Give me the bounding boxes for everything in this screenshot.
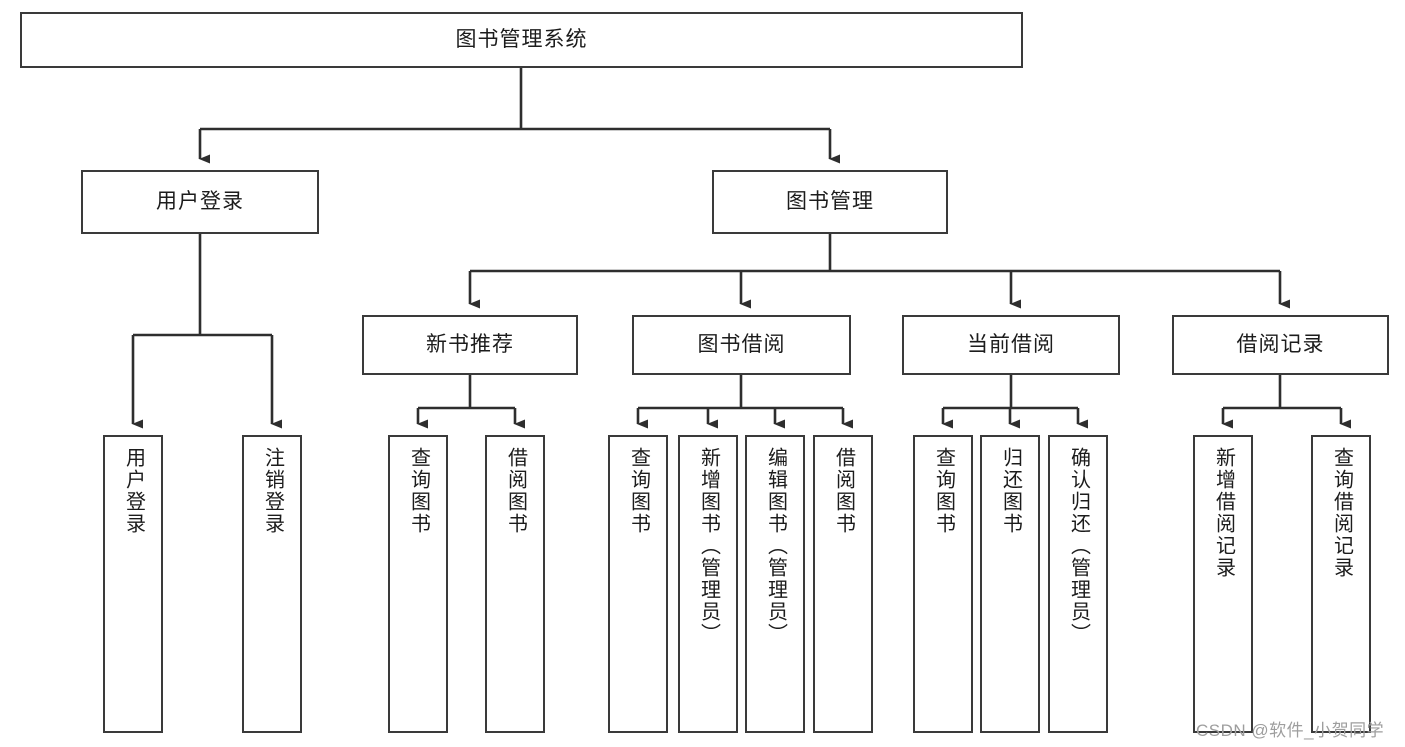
node-label: 新书推荐: [426, 333, 514, 357]
node-label: 归还图书: [999, 447, 1022, 535]
node-label: 注销登录: [261, 447, 284, 535]
node-user-login[interactable]: 用户登录: [81, 170, 319, 234]
watermark: CSDN @软件_小贺同学: [1196, 721, 1385, 740]
node-current-borrow[interactable]: 当前借阅: [902, 315, 1120, 375]
node-label: 查询借阅记录: [1330, 447, 1353, 579]
node-label: 当前借阅: [967, 333, 1055, 357]
connector-lines: [131, 68, 1351, 429]
node-label: 查询图书: [407, 447, 430, 535]
leaf-return-book[interactable]: 归还图书: [980, 435, 1040, 733]
node-label: 新增图书（管理员）: [697, 447, 720, 645]
node-book-borrow[interactable]: 图书借阅: [632, 315, 851, 375]
node-label: 图书借阅: [697, 333, 786, 357]
node-label: 查询图书: [932, 447, 955, 535]
node-label: 用户登录: [122, 447, 145, 535]
node-new-book-recommend[interactable]: 新书推荐: [362, 315, 578, 375]
leaf-edit-book-admin[interactable]: 编辑图书（管理员）: [745, 435, 805, 733]
node-label: 借阅图书: [832, 447, 855, 535]
node-label: 图书管理: [786, 190, 874, 214]
leaf-logout[interactable]: 注销登录: [242, 435, 302, 733]
node-label: 借阅记录: [1236, 333, 1325, 357]
leaf-query-book-borrow[interactable]: 查询图书: [608, 435, 668, 733]
leaf-add-borrow-record[interactable]: 新增借阅记录: [1193, 435, 1253, 733]
node-label: 编辑图书（管理员）: [764, 447, 787, 645]
leaf-query-borrow-record[interactable]: 查询借阅记录: [1311, 435, 1371, 733]
leaf-borrow-book-recommend[interactable]: 借阅图书: [485, 435, 545, 733]
leaf-borrow-book[interactable]: 借阅图书: [813, 435, 873, 733]
node-label: 查询图书: [627, 447, 650, 535]
node-label: 确认归还（管理员）: [1067, 447, 1090, 645]
node-borrow-records[interactable]: 借阅记录: [1172, 315, 1389, 375]
leaf-query-book-current[interactable]: 查询图书: [913, 435, 973, 733]
leaf-user-login[interactable]: 用户登录: [103, 435, 163, 733]
node-label: 用户登录: [156, 190, 244, 214]
node-book-management[interactable]: 图书管理: [712, 170, 948, 234]
node-label: 图书管理系统: [455, 28, 588, 52]
node-label: 借阅图书: [504, 447, 527, 535]
leaf-confirm-return-admin[interactable]: 确认归还（管理员）: [1048, 435, 1108, 733]
leaf-query-book-recommend[interactable]: 查询图书: [388, 435, 448, 733]
node-root-system[interactable]: 图书管理系统: [20, 12, 1023, 68]
leaf-add-book-admin[interactable]: 新增图书（管理员）: [678, 435, 738, 733]
node-label: 新增借阅记录: [1212, 447, 1235, 579]
